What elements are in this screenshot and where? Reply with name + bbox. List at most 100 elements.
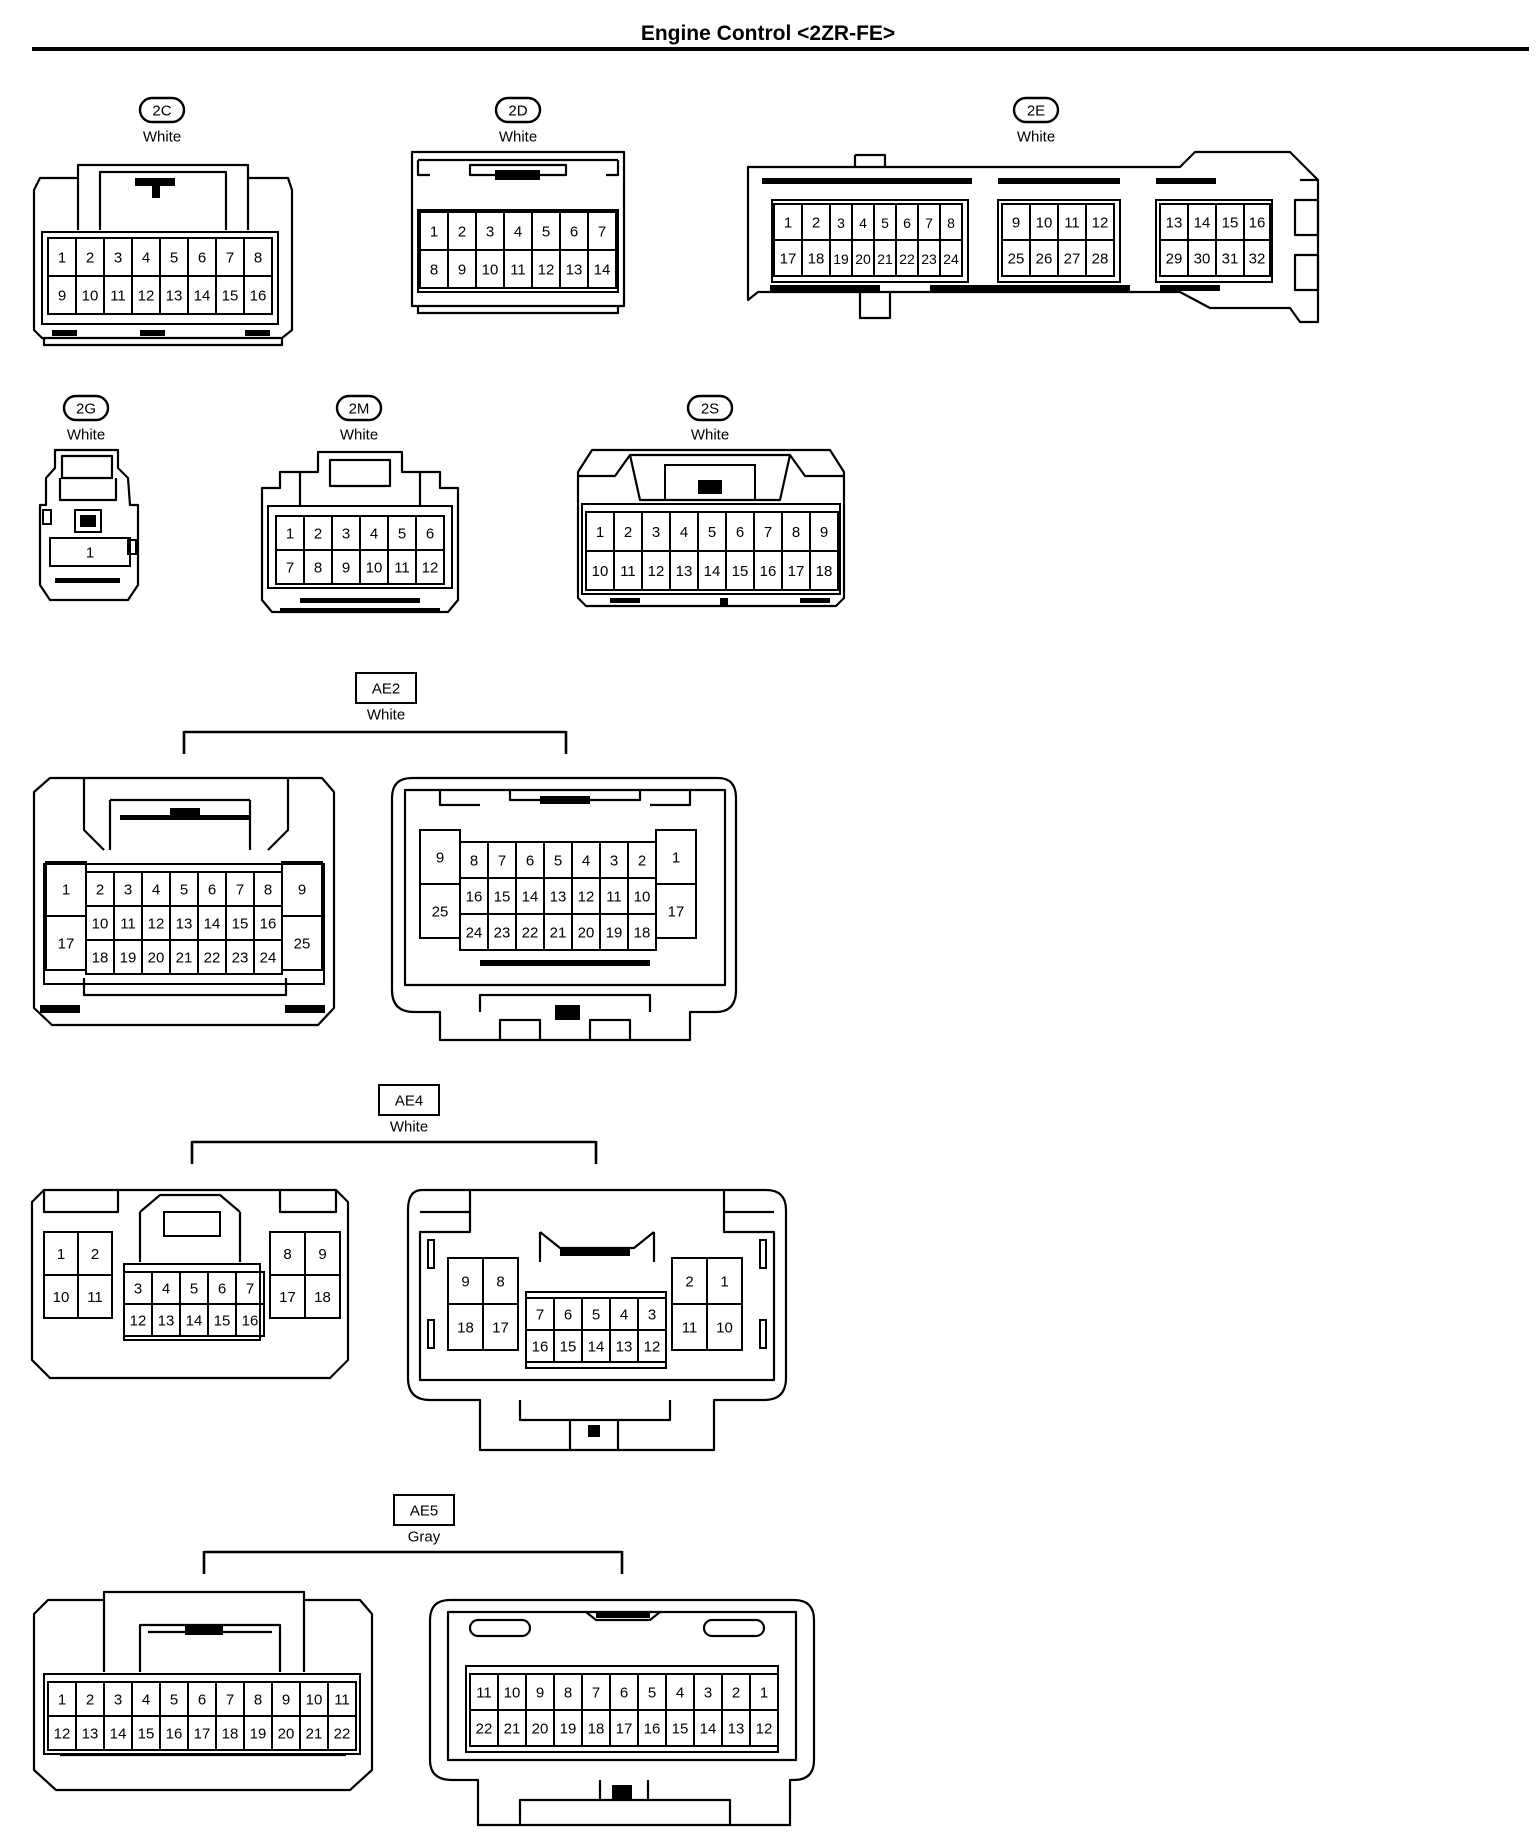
terminal-cavity: 11	[469, 1673, 499, 1711]
housing-outline	[32, 163, 294, 340]
latch-mark	[185, 1625, 223, 1635]
cavity-number: 20	[578, 925, 595, 942]
terminal-cavity: 8	[243, 1681, 273, 1717]
cavity-number: 17	[279, 1289, 296, 1306]
cavity-number: 21	[176, 950, 193, 967]
cavity-number: 1	[286, 526, 294, 543]
terminal-cavity: 9	[271, 1681, 301, 1717]
cavity-frame	[417, 209, 619, 293]
terminal-cavity: 17	[45, 915, 87, 971]
latch-box	[163, 1211, 221, 1237]
housing-outline	[410, 150, 626, 308]
terminal-cavity: 11	[671, 1303, 708, 1351]
terminal-cavity: 3	[829, 203, 853, 241]
terminal-cavity: 15	[553, 1329, 583, 1363]
cavity-number: 22	[204, 950, 221, 967]
terminal-cavity: 5	[581, 1297, 611, 1331]
terminal-cavity: 2	[447, 211, 477, 251]
terminal-cavity: 19	[599, 913, 629, 951]
housing-outline	[42, 1190, 338, 1214]
cavity-number: 16	[644, 1721, 661, 1738]
cavity-number: 11	[110, 288, 126, 305]
connector-code-label: 2E	[1012, 96, 1060, 124]
cavity-outline	[415, 549, 445, 585]
terminal-cavity: 10	[627, 877, 657, 915]
terminal-cavity: 5	[543, 841, 573, 879]
cavity-number: 22	[522, 925, 539, 942]
terminal-cavity: 11	[599, 877, 629, 915]
terminal-cavity: 3	[641, 511, 671, 552]
terminal-cavity: 17	[482, 1303, 519, 1351]
terminal-cavity: 16	[459, 877, 489, 915]
terminal-cavity: 25	[419, 883, 461, 939]
cavity-number: 1	[57, 1246, 65, 1263]
terminal-cavity: 23	[225, 939, 255, 975]
cavity-number: 15	[214, 1313, 231, 1330]
cavity-number: 2	[812, 215, 820, 232]
cavity-number: 18	[588, 1721, 605, 1738]
code-box	[378, 1084, 440, 1116]
cavity-frame	[771, 199, 969, 283]
terminal-cavity: 2	[77, 1231, 113, 1276]
cavity-number: 8	[792, 524, 800, 541]
terminal-cavity: 15	[225, 905, 255, 941]
cavity-frame	[997, 199, 1121, 283]
housing-outline	[418, 1190, 776, 1382]
terminal-cavity: 20	[851, 239, 875, 277]
cavity-outline	[482, 1303, 519, 1351]
terminal-cavity: 12	[571, 877, 601, 915]
terminal-cavity: 6	[895, 203, 919, 241]
cavity-number: 25	[1008, 251, 1025, 268]
terminal-cavity: 7	[753, 511, 783, 552]
cavity-number: 15	[494, 889, 511, 906]
housing-outline	[76, 170, 250, 230]
terminal-cavity: 8	[781, 511, 811, 552]
page-title: Engine Control <2ZR-FE>	[640, 22, 896, 45]
terminal-cavity: 10	[359, 549, 389, 585]
cavity-number: 5	[180, 882, 188, 899]
cavity-number: 20	[532, 1721, 549, 1738]
cavity-number: 10	[306, 1692, 323, 1709]
cavity-number: 3	[124, 882, 132, 899]
latch-mark	[80, 515, 96, 527]
cavity-number: 1	[62, 882, 70, 899]
terminal-cavity: 15	[665, 1709, 695, 1747]
cavity-number: 16	[242, 1313, 259, 1330]
terminal-cavity: 15	[487, 877, 517, 915]
terminal-cavity: 18	[801, 239, 831, 277]
latch-mark	[285, 1005, 325, 1013]
cavity-number: 16	[166, 1726, 183, 1743]
housing-outline	[746, 150, 1320, 324]
cavity-number: 2	[624, 524, 632, 541]
housing-outline	[298, 458, 422, 506]
terminal-cavity: 5	[531, 211, 561, 251]
latch-mark	[495, 170, 540, 180]
terminal-cavity: 16	[753, 550, 783, 591]
cavity-number: 14	[110, 1726, 127, 1743]
housing-outline	[585, 1611, 661, 1622]
cavity-number: 8	[254, 1692, 262, 1709]
terminal-cavity: 5	[387, 515, 417, 551]
cavity-outline	[77, 1274, 113, 1319]
terminal-cavity: 17	[781, 550, 811, 591]
cavity-number: 23	[494, 925, 511, 942]
terminal-cavity: 12	[531, 249, 561, 289]
housing-outline	[30, 1188, 350, 1380]
connector-color: White	[143, 129, 181, 146]
terminal-cavity: 2	[75, 1681, 105, 1717]
terminal-cavity: 1	[47, 1681, 77, 1717]
cavity-number: 11	[1064, 215, 1080, 232]
terminal-cavity: 16	[1243, 203, 1271, 241]
cavity-number: 12	[644, 1339, 661, 1356]
terminal-cavity: 11	[77, 1274, 113, 1319]
latch-mark	[300, 598, 420, 603]
cavity-number: 11	[476, 1685, 492, 1702]
cavity-outline	[706, 1303, 743, 1351]
terminal-cavity: 17	[609, 1709, 639, 1747]
